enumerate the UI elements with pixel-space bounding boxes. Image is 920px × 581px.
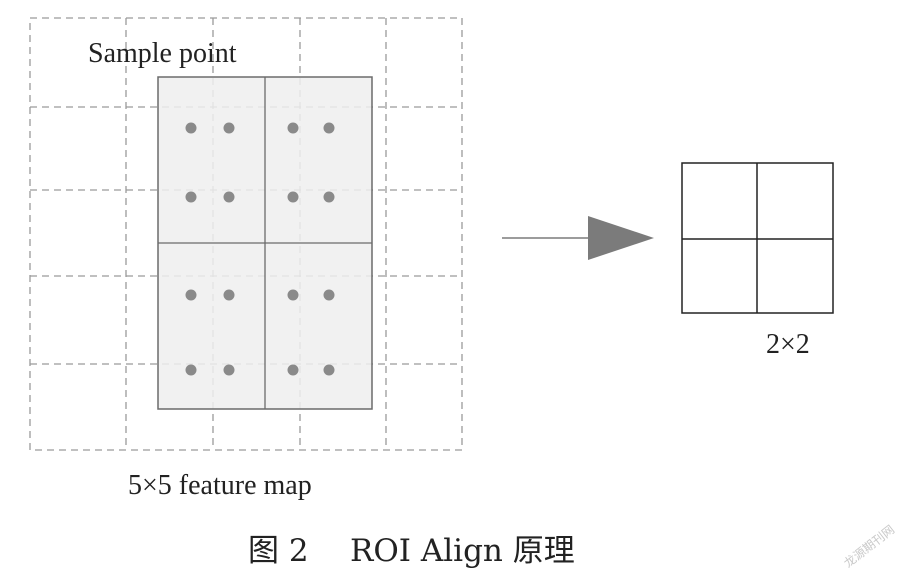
- arrow-head: [588, 216, 654, 260]
- sample-points: [185, 122, 335, 376]
- output-grid: [681, 162, 834, 314]
- output-size-label: 2×2: [766, 329, 810, 360]
- feature-map-label: 5×5 feature map: [128, 470, 312, 501]
- sample-point: [287, 122, 299, 134]
- arrow-icon: [502, 216, 654, 260]
- feature-map-border: [29, 17, 463, 451]
- sample-point-label: Sample point: [88, 38, 237, 69]
- sample-point: [287, 289, 299, 301]
- sample-point: [223, 289, 235, 301]
- sample-point: [223, 122, 235, 134]
- sample-point: [323, 289, 335, 301]
- sample-point: [223, 191, 235, 203]
- sample-point: [287, 364, 299, 376]
- figure-number: 图 2: [248, 533, 309, 569]
- sample-point: [185, 122, 197, 134]
- sample-point: [185, 289, 197, 301]
- sample-point: [185, 191, 197, 203]
- figure-title: ROI Align 原理: [350, 533, 575, 569]
- sample-point: [287, 191, 299, 203]
- sample-point: [323, 122, 335, 134]
- watermark: 龙源期刊网: [841, 522, 897, 570]
- sample-point: [185, 364, 197, 376]
- sample-point: [223, 364, 235, 376]
- sample-point: [323, 364, 335, 376]
- sample-point: [323, 191, 335, 203]
